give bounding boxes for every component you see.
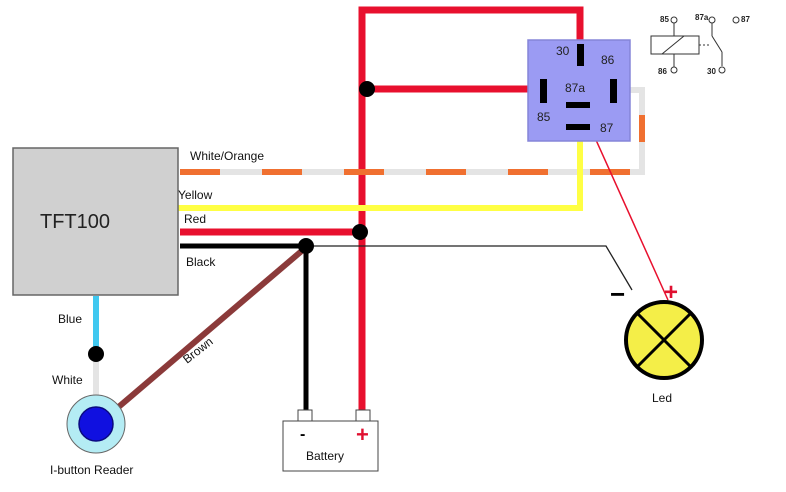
junction-dot-relay-feed — [359, 81, 375, 97]
relay: 30 86 87a 85 87 — [527, 39, 631, 142]
led-label: Led — [652, 391, 672, 405]
battery — [282, 409, 379, 472]
black-ground-wire — [180, 243, 309, 412]
battery-minus-sign: - — [300, 426, 305, 443]
label-yellow: Yellow — [178, 188, 213, 202]
led-plus-sign: + — [664, 279, 678, 306]
battery-plus-sign: + — [356, 422, 369, 447]
label-white: White — [52, 373, 83, 387]
legend-pin-30: 30 — [707, 67, 716, 76]
relay-schematic-legend — [650, 16, 740, 74]
label-black: Black — [186, 255, 216, 269]
junction-dot-black — [298, 238, 314, 254]
brown-wire — [113, 246, 306, 413]
yellow-wire — [178, 130, 583, 211]
relay-pin-87: 87 — [600, 121, 614, 135]
module-name: TFT100 — [40, 211, 110, 233]
relay-pin-86: 86 — [601, 53, 615, 67]
label-white-orange: White/Orange — [190, 149, 264, 163]
legend-pin-87a: 87a — [695, 13, 709, 22]
junction-dot-red — [352, 224, 368, 240]
tft100-module: TFT100 — [12, 147, 179, 296]
led-ground-wire — [306, 245, 633, 291]
reader-label: I-button Reader — [50, 463, 133, 477]
led-lamp — [624, 300, 704, 380]
label-red: Red — [184, 212, 206, 226]
legend-pin-87: 87 — [741, 15, 750, 24]
legend-pin-85: 85 — [660, 15, 669, 24]
legend-pin-86: 86 — [658, 67, 667, 76]
ibutton-reader — [66, 394, 126, 454]
battery-label: Battery — [306, 449, 344, 463]
relay-pin-30: 30 — [556, 44, 570, 58]
junction-dot-blue-white — [88, 346, 104, 362]
led-minus-sign: − — [610, 279, 625, 309]
relay-pin-85: 85 — [537, 110, 551, 124]
relay-pin-87a: 87a — [565, 81, 585, 95]
label-blue: Blue — [58, 312, 82, 326]
